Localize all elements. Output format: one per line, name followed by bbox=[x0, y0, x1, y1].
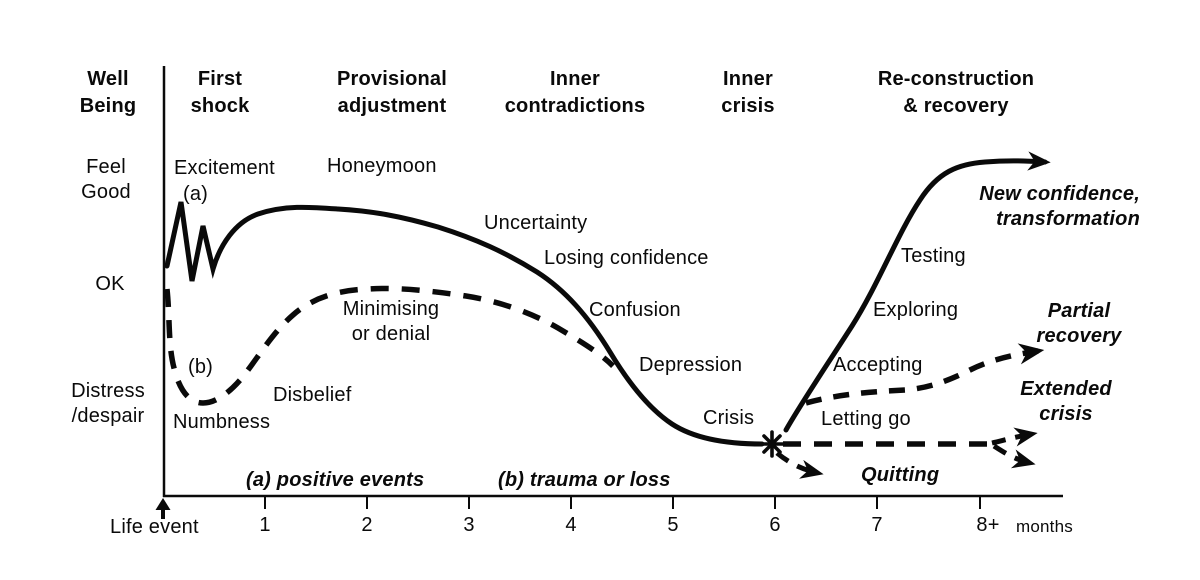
label-disbelief: Disbelief bbox=[273, 384, 352, 406]
label-partial-recovery: Partial recovery bbox=[1036, 300, 1122, 347]
y-level-ok: OK bbox=[95, 273, 125, 295]
label-quitting: Quitting bbox=[861, 464, 940, 486]
legend-a-positive-events: (a) positive events bbox=[246, 469, 425, 491]
phase-inner-contradictions: Inner contradictions bbox=[504, 68, 646, 117]
quitting-branch bbox=[775, 451, 824, 479]
label-minimising: Minimising or denial bbox=[342, 298, 440, 345]
label-depression: Depression bbox=[639, 354, 743, 376]
label-exploring: Exploring bbox=[873, 299, 959, 321]
x-tick-7: 7 bbox=[871, 514, 883, 536]
accepting-branch bbox=[805, 343, 1045, 406]
x-tick-2: 2 bbox=[361, 514, 373, 536]
legend-b-trauma-or-loss: (b) trauma or loss bbox=[498, 469, 671, 491]
x-tick-1: 1 bbox=[259, 514, 271, 536]
y-axis-title: Well Being bbox=[79, 68, 137, 117]
phase-inner-crisis: Inner crisis bbox=[721, 68, 775, 117]
label-extended-crisis: Extended crisis bbox=[1020, 378, 1112, 425]
label-letting-go: Letting go bbox=[821, 408, 911, 430]
x-tick-3: 3 bbox=[463, 514, 475, 536]
curve-b-dashed bbox=[164, 285, 615, 406]
curve-a-solid bbox=[164, 201, 765, 447]
label-crisis: Crisis bbox=[703, 407, 755, 429]
y-level-feel-good: Feel Good bbox=[81, 156, 131, 203]
x-axis-unit-label: months bbox=[1016, 517, 1073, 536]
label-numbness: Numbness bbox=[173, 411, 271, 433]
extended-crisis-upper-arrow bbox=[991, 427, 1038, 447]
label-losing-confidence: Losing confidence bbox=[544, 247, 709, 269]
crisis-star-icon bbox=[758, 430, 786, 458]
label-honeymoon: Honeymoon bbox=[327, 155, 437, 177]
x-tick-4: 4 bbox=[565, 514, 577, 536]
label-confusion: Confusion bbox=[589, 299, 681, 321]
phase-first-shock: First shock bbox=[190, 68, 250, 117]
label-new-confidence: New confidence, transformation bbox=[979, 183, 1140, 230]
phase-provisional-adjustment: Provisional adjustment bbox=[336, 68, 447, 117]
label-accepting: Accepting bbox=[833, 354, 923, 376]
x-tick-6: 6 bbox=[769, 514, 781, 536]
x-tick-8plus: 8+ bbox=[976, 514, 1000, 536]
origin-up-arrow-icon bbox=[155, 498, 171, 519]
recovery-curve bbox=[783, 151, 1051, 433]
label-excitement: Excitement bbox=[174, 157, 275, 179]
label-a-marker: (a) bbox=[183, 183, 209, 205]
label-b-marker: (b) bbox=[188, 356, 214, 378]
label-testing: Testing bbox=[901, 245, 966, 267]
phase-reconstruction: Re-construction & recovery bbox=[877, 68, 1035, 117]
x-axis-origin-label: Life event bbox=[110, 516, 199, 538]
x-tick-5: 5 bbox=[667, 514, 679, 536]
y-level-distress: Distress /despair bbox=[71, 380, 145, 427]
extended-crisis-lower-arrow bbox=[992, 443, 1036, 469]
x-axis-tick-marks bbox=[264, 497, 981, 509]
label-uncertainty: Uncertainty bbox=[484, 212, 588, 234]
